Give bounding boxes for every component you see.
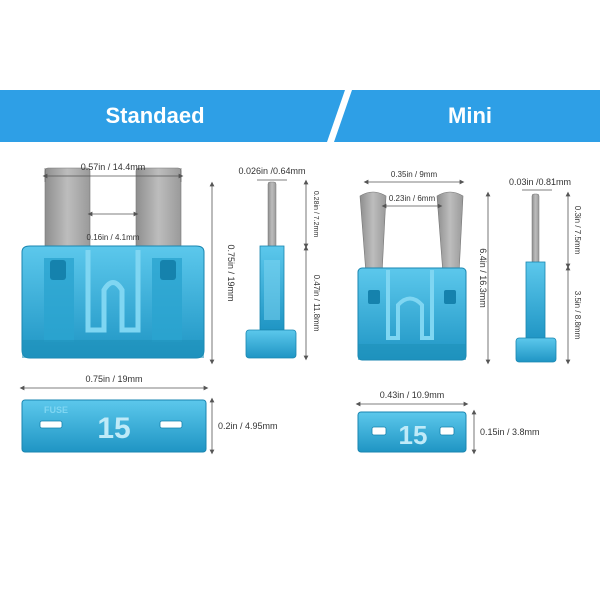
- standard-front-view: [21, 167, 205, 359]
- standard-front-width-label: 0.57in / 14.4mm: [81, 162, 146, 172]
- standard-side-top-label: 0.28in / 7.2mm: [312, 191, 319, 237]
- standard-title: Standaed: [105, 103, 205, 128]
- mini-title: Mini: [448, 103, 492, 128]
- banner-divider: [327, 90, 352, 142]
- mini-front-width-label: 0.35in / 9mm: [391, 170, 438, 179]
- mini-rating: 15: [399, 420, 428, 450]
- mini-blade-thickness-label: 0.03in /0.81mm: [509, 177, 571, 187]
- mini-blade-gap-label: 0.23in / 6mm: [389, 194, 436, 203]
- mini-front-view: [357, 191, 467, 361]
- standard-blade-thickness-label: 0.026in /0.64mm: [238, 166, 305, 176]
- standard-top-thickness-label: 0.2in / 4.95mm: [218, 421, 278, 431]
- mini-top-view: [357, 411, 467, 453]
- mini-side-bottom-label: 3.5in / 8.8mm: [573, 291, 582, 340]
- standard-side-view: [245, 181, 297, 359]
- standard-side-bottom-label: 0.47in / 11.8mm: [312, 275, 321, 332]
- standard-top-view: [21, 399, 207, 453]
- standard-front-width-dim: [42, 168, 184, 182]
- standard-brand-text: FUSE: [44, 405, 68, 415]
- mini-side-top-label: 0.3in / 7.5mm: [573, 206, 582, 255]
- mini-top-width-label: 0.43in / 10.9mm: [380, 390, 445, 400]
- standard-top-width-label: 0.75in / 19mm: [85, 374, 142, 384]
- standard-blade-gap-label: 0.16in / 4.1mm: [87, 233, 140, 242]
- mini-top-thickness-label: 0.15in / 3.8mm: [480, 427, 540, 437]
- title-banner: [0, 90, 600, 142]
- standard-rating: 15: [97, 412, 130, 445]
- mini-side-view: [515, 193, 557, 363]
- mini-front-height-label: 6.4in / 16.3mm: [478, 248, 488, 308]
- standard-front-height-label: 0.75in / 19mm: [226, 244, 236, 301]
